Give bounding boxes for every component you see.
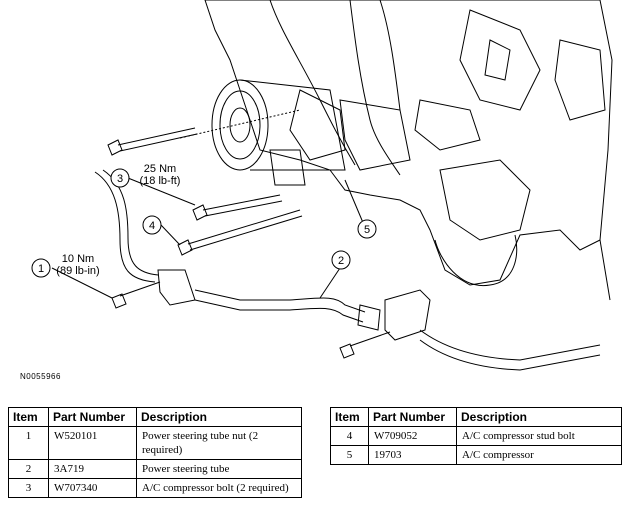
table-header-row: Item Part Number Description [8, 407, 302, 427]
header-item: Item [8, 407, 49, 427]
callout-3: 3 25 Nm (18 lb-ft) [110, 163, 181, 188]
ac-compressor [211, 79, 346, 186]
engine-diagram: 1 10 Nm (89 lb-in) 2 3 25 Nm (18 lb-ft) … [31, 0, 613, 371]
cell-part-number: 19703 [368, 445, 457, 465]
cell-part-number: W520101 [48, 426, 137, 460]
callout-5: 5 [357, 219, 377, 239]
cell-item: 2 [8, 459, 49, 479]
cell-part-number: 3A719 [48, 459, 137, 479]
parts-table-right: Item Part Number Description 4 W709052 A… [330, 407, 622, 465]
cell-item: 1 [8, 426, 49, 460]
header-item: Item [330, 407, 369, 427]
cell-part-number: W709052 [368, 426, 457, 446]
tube-nut-left [111, 281, 161, 309]
callout-1: 1 10 Nm (89 lb-in) [31, 253, 100, 278]
table-header-row: Item Part Number Description [330, 407, 622, 427]
callout-1-number: 1 [38, 263, 44, 275]
cell-description: Power steering tube nut (2 required) [136, 426, 302, 460]
cell-description: Power steering tube [136, 459, 302, 479]
callout-2-number: 2 [338, 255, 344, 267]
cell-description: A/C compressor bolt (2 required) [136, 478, 302, 498]
callout-2: 2 [331, 250, 351, 270]
cell-description: A/C compressor [456, 445, 622, 465]
tube-nut-right [339, 331, 391, 359]
cell-item: 3 [8, 478, 49, 498]
table-row: 3 W707340 A/C compressor bolt (2 require… [8, 478, 302, 498]
callout-1-torque-imperial: (89 lb-in) [56, 265, 99, 277]
compressor-stud-bolt [177, 209, 303, 256]
table-row: 4 W709052 A/C compressor stud bolt [330, 426, 622, 446]
callout-3-number: 3 [117, 173, 123, 185]
table-row: 5 19703 A/C compressor [330, 445, 622, 465]
cell-item: 5 [330, 445, 369, 465]
callout-3-torque-imperial: (18 lb-ft) [140, 175, 181, 187]
header-description: Description [136, 407, 302, 427]
compressor-bolt-lower [192, 194, 283, 221]
cell-description: A/C compressor stud bolt [456, 426, 622, 446]
cell-part-number: W707340 [48, 478, 137, 498]
table-row: 2 3A719 Power steering tube [8, 459, 302, 479]
cell-item: 4 [330, 426, 369, 446]
callout-1-torque-nm: 10 Nm [62, 253, 94, 265]
header-description: Description [456, 407, 622, 427]
callout-3-torque-nm: 25 Nm [144, 163, 176, 175]
parts-table-left: Item Part Number Description 1 W520101 P… [8, 407, 302, 498]
figure-id: N0055966 [20, 372, 61, 381]
compressor-bolt-upper [107, 127, 198, 156]
header-part-number: Part Number [48, 407, 137, 427]
callout-4: 4 [142, 215, 162, 235]
table-row: 1 W520101 Power steering tube nut (2 req… [8, 426, 302, 460]
callout-4-number: 4 [149, 220, 155, 232]
header-part-number: Part Number [368, 407, 457, 427]
callout-5-number: 5 [364, 224, 370, 236]
power-steering-tube [94, 169, 611, 371]
